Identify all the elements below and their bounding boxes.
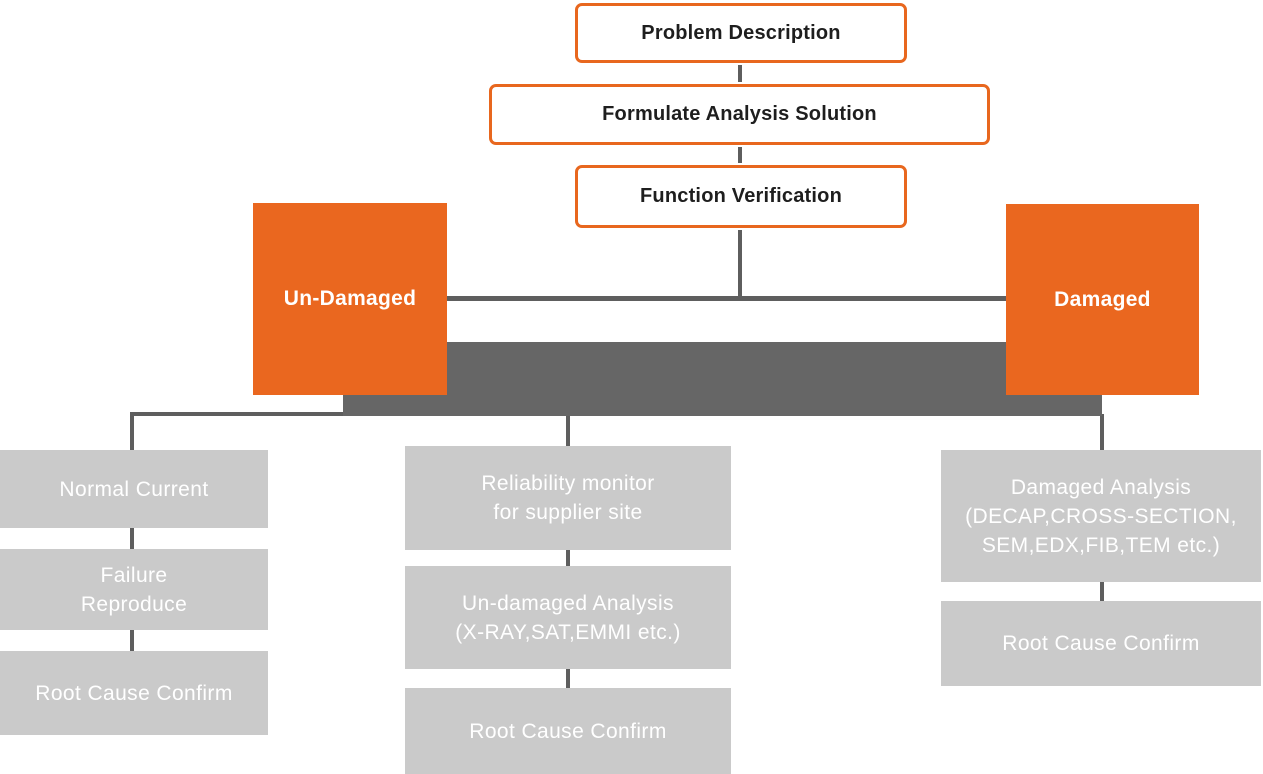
function-verification-node: Function Verification xyxy=(575,165,907,228)
un-damaged-node: Un-Damaged xyxy=(253,203,447,395)
connector-formulate-to-function xyxy=(738,147,742,163)
connector-middle-col-1 xyxy=(566,549,570,567)
normal-current-node: Normal Current xyxy=(0,450,268,528)
middle-root-cause-confirm-node: Root Cause Confirm xyxy=(405,688,731,774)
formulate-analysis-solution-node: Formulate Analysis Solution xyxy=(489,84,990,145)
problem-description-node: Problem Description xyxy=(575,3,907,63)
connector-right-col-1 xyxy=(1100,581,1104,602)
damaged-analysis-node: Damaged Analysis (DECAP,CROSS-SECTION, S… xyxy=(941,450,1261,582)
damaged-node: Damaged xyxy=(1006,204,1199,395)
connector-problem-to-formulate xyxy=(738,65,742,82)
connector-function-to-branch xyxy=(738,230,742,298)
connector-middle-col-drop xyxy=(566,414,570,448)
failure-reproduce-node: Failure Reproduce xyxy=(0,549,268,630)
connector-left-col-1 xyxy=(130,527,134,551)
reliability-monitor-node: Reliability monitor for supplier site xyxy=(405,446,731,550)
connector-left-col-2 xyxy=(130,629,134,653)
right-root-cause-confirm-node: Root Cause Confirm xyxy=(941,601,1261,686)
branch-divider-bar xyxy=(343,342,1102,416)
left-root-cause-confirm-node: Root Cause Confirm xyxy=(0,651,268,735)
connector-left-col-drop xyxy=(130,414,134,452)
connector-branch-horizontal xyxy=(447,296,1006,301)
un-damaged-analysis-node: Un-damaged Analysis (X-RAY,SAT,EMMI etc.… xyxy=(405,566,731,669)
connector-middle-col-2 xyxy=(566,668,570,689)
connector-right-col-drop xyxy=(1100,414,1104,452)
